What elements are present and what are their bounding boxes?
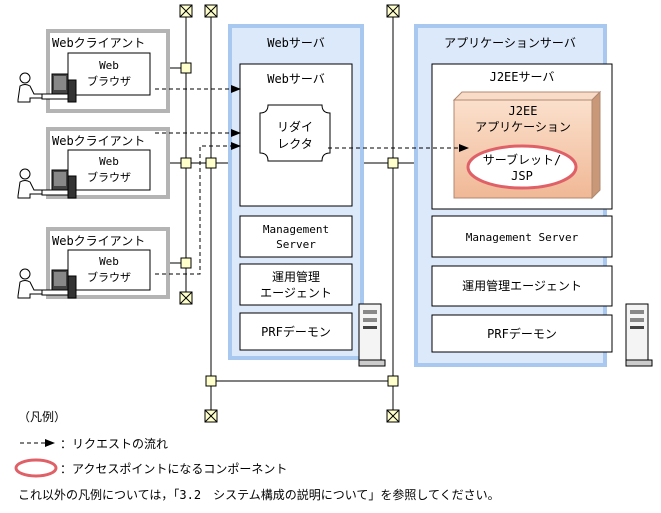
web-client-3: Webクライアント Web ブラウザ bbox=[46, 227, 170, 299]
user-pc-icon bbox=[17, 168, 77, 199]
connection-nodes bbox=[180, 62, 399, 387]
j2ee-server-title: J2EEサーバ bbox=[490, 70, 555, 84]
browser-label-1: Web bbox=[99, 59, 119, 72]
management-server-box bbox=[239, 215, 353, 258]
management-server-box bbox=[431, 215, 613, 258]
web-server-host-title: Webサーバ bbox=[267, 36, 325, 50]
redirector-shape bbox=[259, 104, 331, 162]
prf-label: PRFデーモン bbox=[487, 326, 557, 341]
legend-title: （凡例） bbox=[18, 410, 67, 424]
legend-access-point bbox=[14, 458, 58, 478]
legend-access-point-label: ：アクセスポイントになるコンポーネント bbox=[60, 462, 288, 476]
terminator-mid-bottom bbox=[204, 409, 218, 423]
browser-label-1: Web bbox=[99, 255, 119, 268]
node bbox=[180, 257, 192, 269]
browser-box bbox=[67, 149, 151, 191]
redirector-label-1: リダイ bbox=[277, 119, 313, 134]
node bbox=[387, 157, 399, 169]
server-tower-icon bbox=[358, 303, 386, 367]
servlet-access-point bbox=[466, 144, 578, 190]
prf-box bbox=[431, 314, 613, 353]
agent-label-2: エージェント bbox=[260, 286, 332, 300]
browser-box bbox=[67, 249, 151, 291]
redirector-label-2: レクタ bbox=[277, 137, 313, 151]
agent-box bbox=[239, 263, 353, 306]
terminator-right-top bbox=[386, 4, 400, 18]
servlet-label-1: サーブレット/ bbox=[483, 152, 562, 167]
browser-label-2: ブラウザ bbox=[87, 170, 131, 184]
servlet-label-2: JSP bbox=[511, 169, 533, 183]
user-pc-icon bbox=[17, 268, 77, 299]
network-terminators bbox=[179, 4, 400, 423]
web-server-host: Webサーバ Webサーバ リダイ レクタ Management Server … bbox=[228, 24, 364, 360]
node bbox=[205, 157, 217, 169]
web-client-2: Webクライアント Web ブラウザ bbox=[46, 127, 170, 199]
prf-box bbox=[239, 312, 353, 351]
browser-label-2: ブラウザ bbox=[87, 74, 131, 88]
client-title: Webクライアント bbox=[52, 234, 145, 248]
node bbox=[180, 62, 192, 74]
browser-label-2: ブラウザ bbox=[87, 270, 131, 284]
j2ee-app-label-2: アプリケーション bbox=[475, 120, 571, 134]
agent-label-1: 運用管理 bbox=[272, 269, 320, 284]
terminator-left-bottom bbox=[179, 291, 193, 305]
terminator-mid-top bbox=[204, 4, 218, 18]
app-server-host: アプリケーションサーバ J2EEサーバ J2EE アプリケーション サーブレット… bbox=[414, 24, 613, 367]
app-server-host-title: アプリケーションサーバ bbox=[444, 36, 576, 50]
browser-label-1: Web bbox=[99, 155, 119, 168]
terminator-left-top bbox=[179, 4, 193, 18]
node bbox=[180, 157, 192, 169]
web-client-1: Webクライアント Web ブラウザ bbox=[46, 29, 170, 113]
server-tower-icon bbox=[625, 303, 653, 367]
terminator-right-bottom bbox=[386, 409, 400, 423]
network-lines bbox=[168, 12, 416, 418]
agent-box bbox=[431, 265, 613, 307]
legend-request-flow: ：リクエストの流れ bbox=[60, 437, 169, 451]
user-pc-icon bbox=[17, 72, 77, 103]
client-title: Webクライアント bbox=[52, 134, 145, 148]
request-flows bbox=[155, 85, 469, 275]
management-label-2: Server bbox=[276, 238, 316, 251]
legend-note: これ以外の凡例については，「3.2 システム構成の説明について」を参照してくださ… bbox=[18, 488, 500, 502]
management-label-1: Management bbox=[263, 223, 329, 236]
prf-label: PRFデーモン bbox=[261, 324, 331, 339]
web-server-box-title: Webサーバ bbox=[267, 72, 325, 86]
request-arrow bbox=[155, 142, 241, 275]
browser-box bbox=[67, 52, 151, 96]
client-title: Webクライアント bbox=[52, 36, 145, 50]
j2ee-app-label-1: J2EE bbox=[509, 104, 538, 118]
node bbox=[205, 375, 217, 387]
agent-label: 運用管理エージェント bbox=[462, 278, 582, 293]
legend-graphics bbox=[14, 439, 58, 478]
management-label: Management Server bbox=[466, 231, 579, 244]
node bbox=[387, 375, 399, 387]
